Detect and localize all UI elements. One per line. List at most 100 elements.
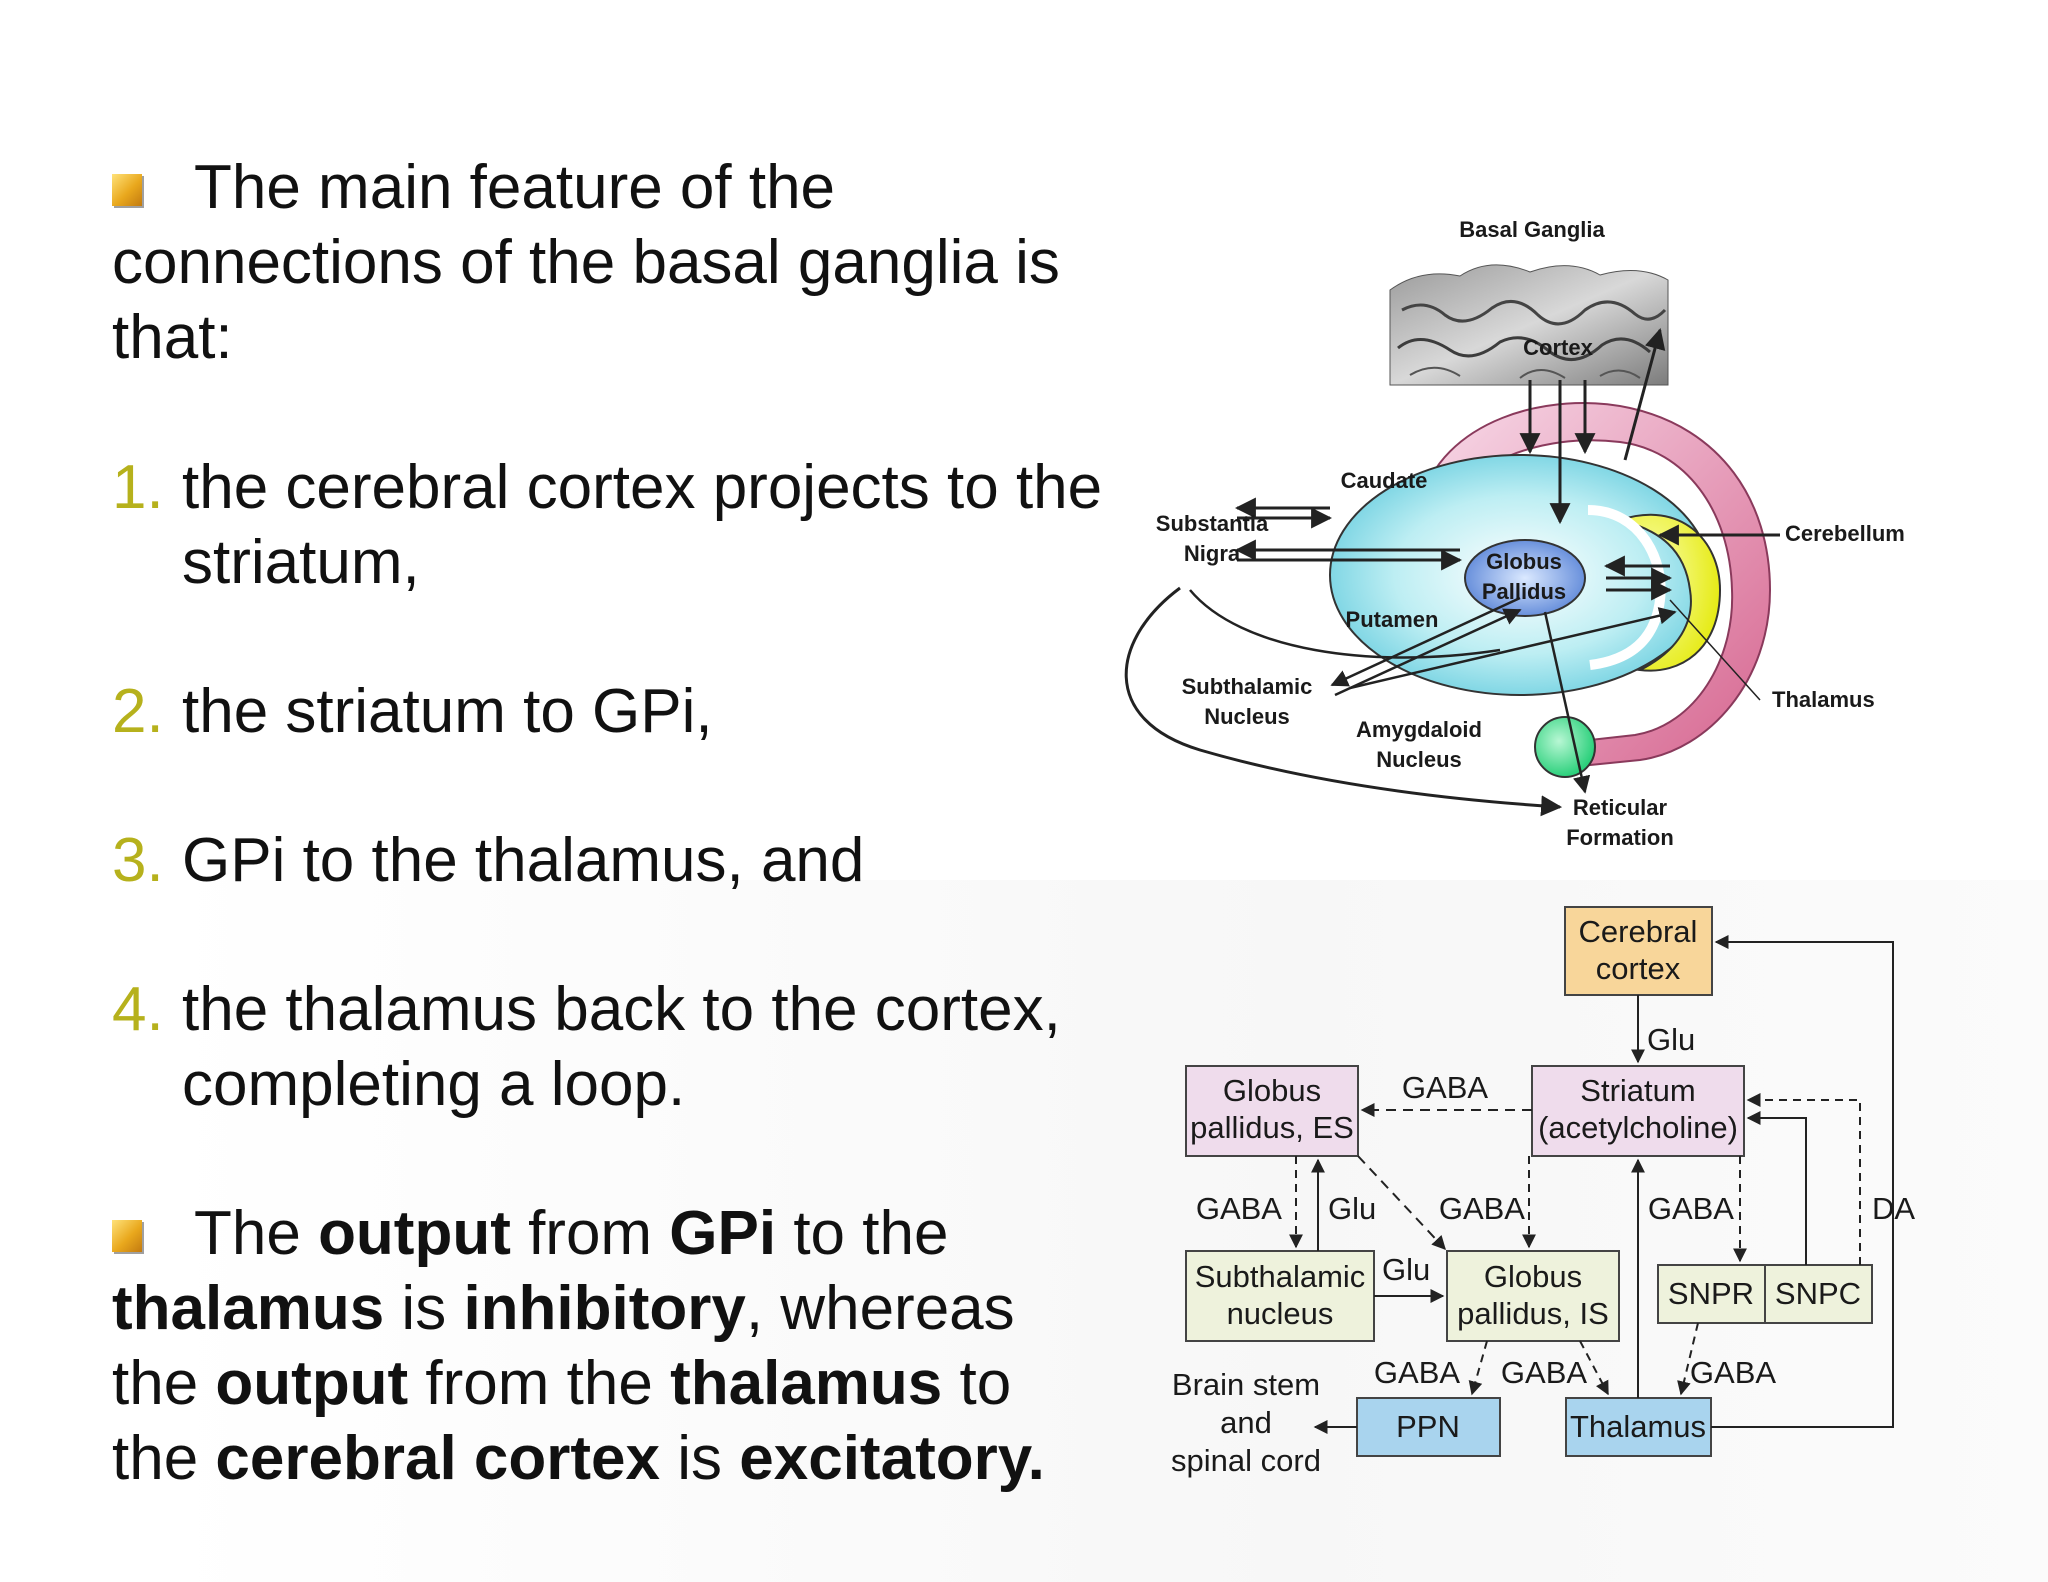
list-number: 4.	[112, 975, 164, 1044]
label-globus: Globus	[1486, 549, 1562, 574]
loop-list: 1.the cerebral cortex projects to the st…	[112, 450, 1112, 1122]
background-panel	[160, 880, 2048, 1582]
edge-label-gaba: GABA	[1501, 1355, 1587, 1390]
label-subthalamic-nucleus: Nucleus	[1204, 704, 1290, 729]
output-bold: excitatory.	[739, 1424, 1045, 1493]
box-snpc	[1764, 1264, 1873, 1324]
box-globus-is-line1: Globus	[1484, 1259, 1582, 1294]
list-number: 3.	[112, 826, 164, 895]
box-cerebral-cortex-line2: cortex	[1596, 951, 1681, 986]
output-bold: cerebral cortex	[215, 1424, 661, 1493]
box-ppn-label: PPN	[1396, 1409, 1460, 1444]
output-bold: inhibitory	[463, 1274, 746, 1343]
output-text: from	[510, 1199, 670, 1268]
label-thalamus: Thalamus	[1772, 687, 1875, 712]
output-bold: thalamus	[112, 1274, 385, 1343]
box-striatum	[1531, 1065, 1745, 1157]
output-text: , whereas the	[112, 1274, 1015, 1418]
intro-bullet: The main feature of the connections of t…	[112, 150, 1112, 375]
list-item: 4. the thalamus back to the cortex, compl…	[112, 972, 1112, 1122]
subthalamic-arrow	[1334, 608, 1522, 697]
thalamus-yellow-shape	[1616, 513, 1722, 672]
edge-label-gaba: GABA	[1690, 1355, 1776, 1390]
amygdaloid-shape	[1534, 716, 1596, 778]
square-bullet-icon	[112, 174, 142, 206]
label-subthalamic: Subthalamic	[1182, 674, 1313, 699]
brainstem-line1: Brain stem	[1172, 1367, 1320, 1402]
list-item: 1.the cerebral cortex projects to the st…	[112, 450, 1112, 600]
list-item: 2. the striatum to GPi,	[112, 674, 1112, 749]
edge-snpr-striatum	[1746, 1111, 1807, 1265]
brainstem-line2: and	[1220, 1405, 1272, 1440]
list-item: 3. GPi to the thalamus, and	[112, 823, 1112, 898]
flow-diagram: Cerebral cortex Globus pallidus, ES Stri…	[1171, 906, 1915, 1478]
list-text: the thalamus back to the cortex, complet…	[182, 975, 1061, 1119]
intro-text: The main feature of the connections of t…	[112, 153, 1060, 372]
nigra-reticular-curve	[1124, 586, 1563, 817]
box-globus-pallidus-is	[1446, 1250, 1620, 1342]
subthalamic-arrow	[1330, 596, 1521, 687]
edge-thalamus-cortex	[1711, 935, 1894, 1428]
box-striatum-line2: (acetylcholine)	[1538, 1110, 1738, 1145]
output-text: is	[660, 1424, 740, 1493]
label-formation: Formation	[1566, 825, 1674, 850]
edge-label-gaba: GABA	[1648, 1191, 1734, 1226]
thalamus-pointer	[1669, 599, 1761, 701]
output-text: is	[384, 1274, 464, 1343]
edge-label-glu: Glu	[1647, 1022, 1695, 1057]
edge-label-gaba: GABA	[1374, 1355, 1460, 1390]
basal-ganglia-diagrams: Basal Ganglia Cortex	[1124, 217, 1915, 1478]
box-cerebral-cortex-line1: Cerebral	[1579, 914, 1698, 949]
box-subthalamic-line1: Subthalamic	[1195, 1259, 1366, 1294]
list-number: 1.	[112, 453, 164, 522]
label-amygdaloid: Amygdaloid	[1356, 717, 1482, 742]
box-globus-pallidus-es	[1185, 1065, 1359, 1157]
nigra-putamen-curve	[1189, 589, 1501, 659]
label-putamen: Putamen	[1346, 607, 1439, 632]
label-reticular: Reticular	[1573, 795, 1668, 820]
cortex-brain-image	[1389, 264, 1669, 386]
box-striatum-line1: Striatum	[1580, 1073, 1695, 1108]
output-bullet: The output from GPi to the thalamus is i…	[112, 1196, 1112, 1496]
edge-label-gaba: GABA	[1196, 1191, 1282, 1226]
output-bold: thalamus	[670, 1349, 943, 1418]
subthalamic-thalamus-arrow	[1349, 607, 1677, 690]
edge-label-glu: Glu	[1328, 1191, 1376, 1226]
edge-label-gaba: GABA	[1439, 1191, 1525, 1226]
box-globus-es-line2: pallidus, ES	[1190, 1110, 1354, 1145]
square-bullet-icon	[112, 1220, 142, 1252]
output-text: The	[194, 1199, 319, 1268]
label-amygdaloid-nucleus: Nucleus	[1376, 747, 1462, 772]
output-text: from the	[408, 1349, 671, 1418]
output-text: to the	[776, 1199, 949, 1268]
edge-is-ppn	[1468, 1340, 1488, 1396]
list-number: 2.	[112, 677, 164, 746]
caudate-arc-shape	[1418, 401, 1772, 767]
anatomy-diagram: Basal Ganglia Cortex	[1124, 217, 1905, 850]
box-thalamus	[1565, 1397, 1712, 1457]
edge-es-is	[1357, 1155, 1446, 1251]
edge-label-gaba: GABA	[1402, 1070, 1488, 1105]
output-bold: GPi	[669, 1199, 777, 1268]
output-text: to the	[112, 1349, 1012, 1493]
edge-is-thalamus	[1579, 1340, 1609, 1396]
thalamus-cortex-arrow	[1623, 327, 1666, 461]
output-bold: output	[215, 1349, 409, 1418]
anatomy-title: Basal Ganglia	[1459, 217, 1605, 242]
globus-pallidus-shape	[1464, 539, 1586, 617]
output-bold: output	[318, 1199, 511, 1268]
box-globus-es-line1: Globus	[1223, 1073, 1321, 1108]
label-substantia: Substantia	[1156, 511, 1269, 536]
box-subthalamic-line2: nucleus	[1227, 1296, 1334, 1331]
label-cortex: Cortex	[1523, 335, 1593, 360]
edge-label-glu: Glu	[1382, 1252, 1430, 1287]
box-snpr-label: SNPR	[1668, 1276, 1754, 1311]
brainstem-line3: spinal cord	[1171, 1443, 1321, 1478]
label-pallidus: Pallidus	[1482, 579, 1566, 604]
box-ppn	[1356, 1397, 1501, 1457]
edge-snpc-striatum	[1746, 1093, 1861, 1265]
label-cerebellum: Cerebellum	[1785, 521, 1905, 546]
list-text: the striatum to GPi,	[182, 677, 713, 746]
box-globus-is-line2: pallidus, IS	[1457, 1296, 1609, 1331]
list-text: GPi to the thalamus, and	[182, 826, 865, 895]
